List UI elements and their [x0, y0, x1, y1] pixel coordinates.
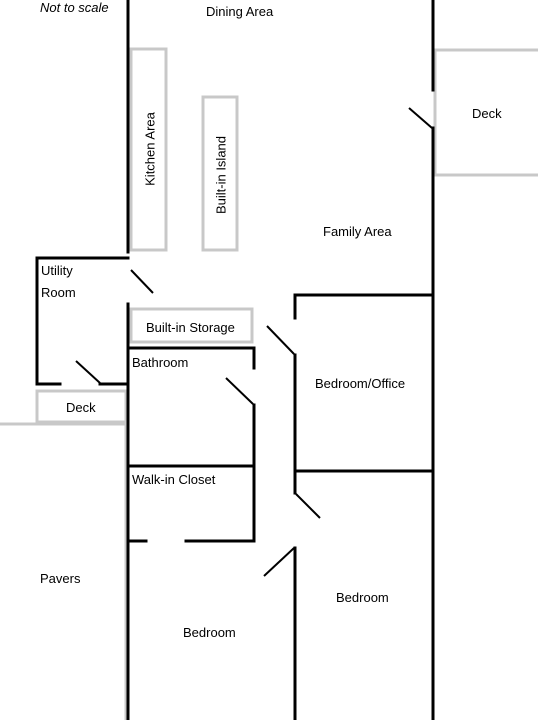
family-area-label: Family Area — [323, 224, 392, 239]
walk-in-closet-label: Walk-in Closet — [132, 472, 216, 487]
door-swing — [263, 547, 295, 577]
door-swing — [75, 360, 101, 384]
bedroom-office-label: Bedroom/Office — [315, 376, 406, 391]
pavers-label: Pavers — [40, 571, 81, 586]
kitchen-area-label: Kitchen Area — [142, 112, 158, 186]
built-in-storage-label: Built-in Storage — [146, 320, 235, 335]
bathroom-label: Bathroom — [132, 355, 189, 370]
not-to-scale-note: Not to scale — [40, 0, 109, 15]
built-in-island-label: Built-in Island — [213, 135, 229, 215]
utility-room-label-line1: Utility — [41, 263, 73, 278]
door-swing — [408, 107, 433, 129]
bedroom-bottom-label: Bedroom — [183, 625, 236, 640]
door-swing — [266, 325, 295, 355]
deck-left-outline — [35, 389, 128, 424]
bedroom-right-label: Bedroom — [336, 590, 389, 605]
door-swing — [130, 269, 154, 294]
pavers-outline — [0, 422, 128, 722]
kitchen-area-counter — [129, 47, 168, 252]
utility-room-label-line2: Room — [41, 285, 76, 300]
deck-right-label: Deck — [472, 106, 502, 121]
door-swing — [295, 493, 321, 519]
built-in-storage-outline — [129, 307, 254, 344]
built-in-island-outline — [201, 95, 239, 252]
wall — [35, 256, 130, 386]
door-swing — [225, 377, 254, 405]
deck-right-outline — [433, 48, 538, 177]
deck-left-label: Deck — [66, 400, 96, 415]
dining-area-label: Dining Area — [206, 4, 274, 19]
